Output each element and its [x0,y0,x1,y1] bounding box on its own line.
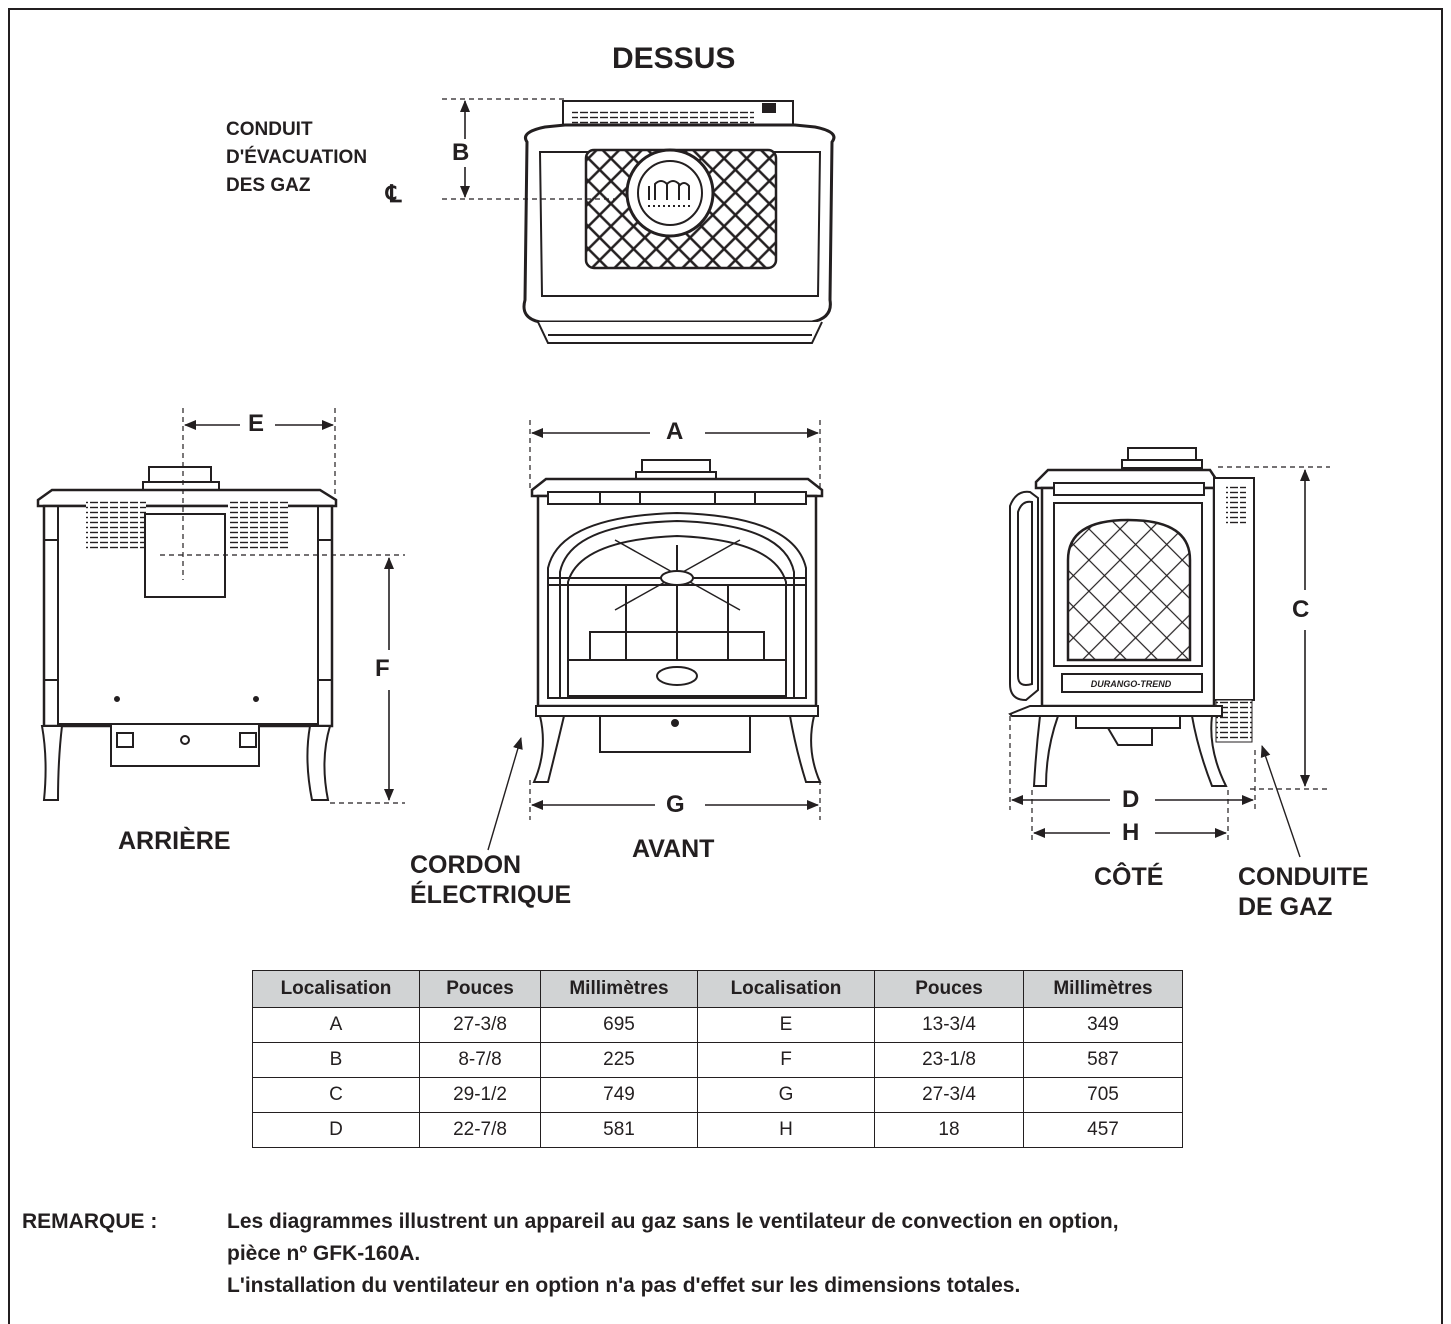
note-text-1: Les diagrammes illustrent un appareil au… [227,1210,1119,1233]
table-cell: C [252,1077,420,1113]
table-cell: 23-1/8 [874,1042,1024,1078]
top-view-drawing [522,100,836,344]
table-row: C 29-1/2 749 G 27-3/4 705 [252,1077,1183,1113]
gas-line-label-line-1: CONDUITE [1238,863,1369,891]
table-cell: 749 [540,1077,698,1113]
table-cell: 27-3/4 [874,1077,1024,1113]
rear-view-drawing [36,466,338,801]
dim-g-label: G [660,791,691,819]
table-cell: 8-7/8 [419,1042,541,1078]
dim-a-label: A [660,418,690,446]
gas-line-label-line-2: DE GAZ [1238,893,1333,921]
table-cell: B [252,1042,420,1078]
dim-c-label: C [1288,596,1314,624]
cord-label: CORDON ÉLECTRIQUE [410,850,571,910]
note-prefix: REMARQUE : [22,1210,158,1233]
table-cell: 22-7/8 [419,1112,541,1148]
table-row: D 22-7/8 581 H 18 457 [252,1112,1183,1148]
gas-line-label: CONDUITE DE GAZ [1238,862,1369,922]
table-cell: 349 [1023,1007,1183,1043]
note-line-1: REMARQUE : Les diagrammes illustrent un a… [22,1206,1119,1238]
table-cell: H [697,1112,875,1148]
header-mm-1: Millimètres [540,970,698,1008]
table-row: B 8-7/8 225 F 23-1/8 587 [252,1042,1183,1078]
table-cell: 29-1/2 [419,1077,541,1113]
side-view-drawing [1008,447,1255,787]
flue-label-line-1: CONDUIT [226,119,313,140]
table-cell: 13-3/4 [874,1007,1024,1043]
dim-d-label: D [1116,786,1146,814]
table-cell: 587 [1023,1042,1183,1078]
table-cell: D [252,1112,420,1148]
dimension-a-g [487,420,821,851]
dim-e-label: E [242,410,271,438]
header-mm-2: Millimètres [1023,970,1183,1008]
page-frame [8,8,1443,1324]
table-header-row: Localisation Pouces Millimètres Localisa… [252,970,1183,1008]
header-location-2: Localisation [697,970,875,1008]
table-cell: 225 [540,1042,698,1078]
table-cell: G [697,1077,875,1113]
header-location-1: Localisation [252,970,420,1008]
dim-h-label: H [1116,819,1146,847]
flue-label: CONDUIT D'ÉVACUATION DES GAZ [226,116,367,200]
table-cell: 695 [540,1007,698,1043]
table-cell: 457 [1023,1112,1183,1148]
flue-label-line-2: D'ÉVACUATION [226,147,368,168]
table-cell: A [252,1007,420,1043]
centerline-symbol: ℄ [386,181,402,208]
table-row: A 27-3/8 695 E 13-3/4 349 [252,1007,1183,1043]
top-view-title: DESSUS [612,42,736,75]
note-line-3: L'installation du ventilateur en option … [227,1274,1021,1297]
cord-label-line-2: ÉLECTRIQUE [410,881,572,909]
dim-f-label: F [371,655,394,683]
rear-view-title: ARRIÈRE [118,827,231,855]
note-line-2: pièce nº GFK-160A. [227,1242,421,1265]
header-inches-1: Pouces [419,970,541,1008]
table-cell: F [697,1042,875,1078]
table-cell: 18 [874,1112,1024,1148]
header-inches-2: Pouces [874,970,1024,1008]
cord-label-line-1: CORDON [410,851,522,879]
table-cell: 27-3/8 [419,1007,541,1043]
note-block: REMARQUE : Les diagrammes illustrent un a… [22,1206,1119,1302]
front-view-drawing [530,459,824,783]
brand-plate: DURANGO-TREND [1091,679,1172,689]
flue-label-line-3: DES GAZ [226,175,311,196]
table-cell: 581 [540,1112,698,1148]
front-view-title: AVANT [632,835,715,863]
dimensions-table: Localisation Pouces Millimètres Localisa… [252,970,1183,1148]
dim-b-label: B [450,139,472,167]
side-view-title: CÔTÉ [1094,863,1164,891]
table-cell: 705 [1023,1077,1183,1113]
table-cell: E [697,1007,875,1043]
dimension-c-d-h [1009,466,1330,858]
dimension-e-f [160,408,405,804]
